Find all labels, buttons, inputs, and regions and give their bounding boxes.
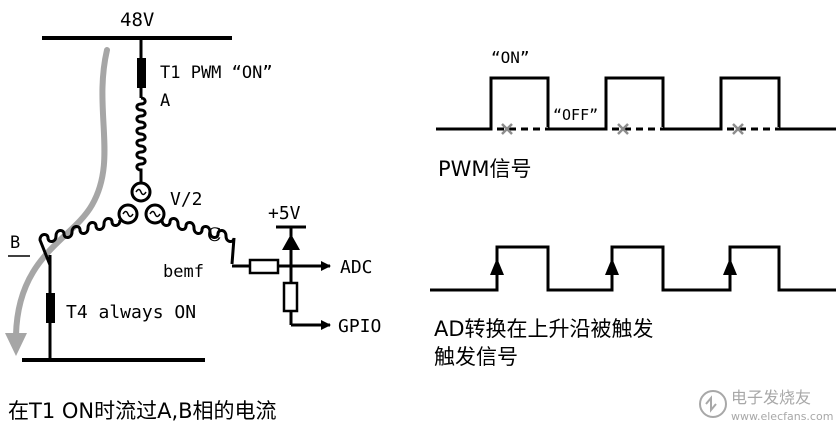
on-label: “ON”: [491, 48, 530, 67]
pwm-caption: PWM信号: [438, 157, 532, 181]
node-a-label: A: [160, 91, 170, 111]
node-b-label: B: [10, 233, 20, 253]
supply-label: 48V: [120, 9, 154, 31]
adc-label: ADC: [340, 257, 373, 278]
trigger-signal-line: [430, 245, 836, 292]
circuit-schematic: 48V T1 PWM “ON” A V/2 B T4 always ON _: [5, 9, 381, 423]
current-flow-arrowhead: [5, 333, 27, 356]
t1-switch: [137, 58, 146, 88]
rising-edge-arrow-1: [490, 258, 504, 275]
series-resistor: [248, 258, 280, 275]
t4-switch: [46, 293, 55, 323]
trigger-waveform: AD转换在上升沿被触发 触发信号: [430, 245, 836, 369]
t1-label: T1 PWM “ON”: [160, 63, 273, 83]
circuit-caption: 在T1 ON时流过A,B相的电流: [8, 399, 277, 423]
coil-a: [135, 96, 147, 185]
current-flow-arrow: [13, 47, 110, 338]
gpio-label: GPIO: [338, 316, 381, 337]
watermark-text: 电子发烧友: [731, 388, 811, 407]
center-voltage-label: V/2: [170, 189, 203, 210]
trigger-caption-line1: AD转换在上升沿被触发: [434, 317, 654, 341]
plus5v-label: +5V: [268, 203, 301, 224]
ground-label: _: [58, 342, 68, 361]
off-label: “OFF”: [553, 106, 598, 124]
t4-label: T4 always ON: [66, 302, 196, 323]
gpio-resistor: [282, 281, 299, 313]
pwm-waveform: “ON” “OFF” PWM信号: [436, 48, 836, 181]
bemf-label: bemf: [163, 262, 204, 282]
sample-cross-2: [617, 123, 629, 135]
watermark-logo-icon: [699, 390, 727, 418]
rising-edge-arrow-2: [605, 258, 619, 275]
sample-cross-1: [501, 123, 513, 135]
rising-edge-arrow-3: [723, 258, 737, 275]
coil-c: [160, 217, 236, 265]
coil-b: [38, 217, 122, 266]
watermark-url: www.elecfans.com: [731, 410, 833, 423]
watermark: 电子发烧友 www.elecfans.com: [699, 388, 833, 423]
trigger-caption-line2: 触发信号: [434, 345, 518, 369]
node-c-label: C: [207, 224, 222, 246]
sample-cross-3: [732, 123, 744, 135]
pwm-signal-line: [436, 76, 836, 131]
